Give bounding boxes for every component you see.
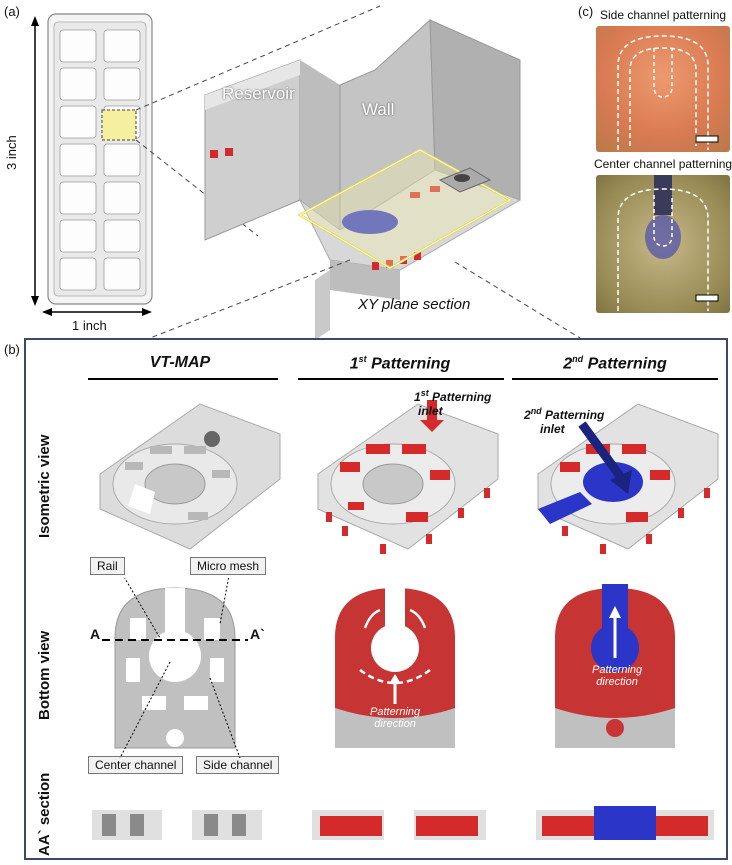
callout-micromesh: Micro mesh xyxy=(190,557,267,575)
isometric-vtmap xyxy=(99,403,281,550)
bottom-row xyxy=(102,578,675,758)
row-header-bottom: Bottom view xyxy=(36,630,53,720)
wall-label: Wall xyxy=(362,100,395,119)
section-a-left: A xyxy=(90,626,101,642)
bottom-first xyxy=(335,588,455,748)
panel-a-drawing xyxy=(31,5,581,340)
isometric-row xyxy=(99,400,719,554)
panel-a-tag: (a) xyxy=(4,4,20,19)
inlet2-label: 2nd Patterning inlet xyxy=(524,406,605,436)
bottom-second xyxy=(555,584,675,748)
dim-vertical-label: 3 inch xyxy=(4,135,19,170)
bottom-vtmap xyxy=(102,578,248,758)
side-channel-photo xyxy=(596,26,730,152)
col-header-vtmap: VT-MAP xyxy=(149,354,211,371)
section-row xyxy=(92,806,714,840)
isometric-first xyxy=(317,400,499,554)
callout-rail: Rail xyxy=(90,557,125,575)
col-rule-2 xyxy=(298,378,504,380)
panel-c-tag: (c) xyxy=(578,4,594,19)
section-first xyxy=(312,810,486,840)
col-header-first: 1st Patterning xyxy=(349,354,451,373)
row-header-section: AA` section xyxy=(36,772,53,856)
col-rule-1 xyxy=(88,378,278,380)
side-channel-caption: Side channel patterning xyxy=(600,8,727,22)
panel-b-frame xyxy=(24,338,728,860)
dim-horizontal-label: 1 inch xyxy=(72,318,107,333)
callout-center-channel: Center channel xyxy=(88,756,184,774)
col-rule-3 xyxy=(512,378,718,380)
panel-b-tag: (b) xyxy=(4,342,20,357)
xy-plane-label: XY plane section xyxy=(358,296,471,313)
center-channel-caption: Center channel patterning xyxy=(594,157,732,171)
col-header-second: 2nd Patterning xyxy=(563,354,667,373)
center-channel-photo xyxy=(596,175,730,313)
callout-side-channel: Side channel xyxy=(196,756,280,774)
row-header-isometric: Isometric view xyxy=(36,434,53,538)
reservoir-label: Reservoir xyxy=(222,84,295,103)
section-a-right: A` xyxy=(250,626,265,642)
isometric-second xyxy=(537,403,719,554)
section-vtmap xyxy=(92,810,262,840)
inlet1-label: 1st Patterning inlet xyxy=(414,388,492,418)
section-second xyxy=(536,806,714,840)
